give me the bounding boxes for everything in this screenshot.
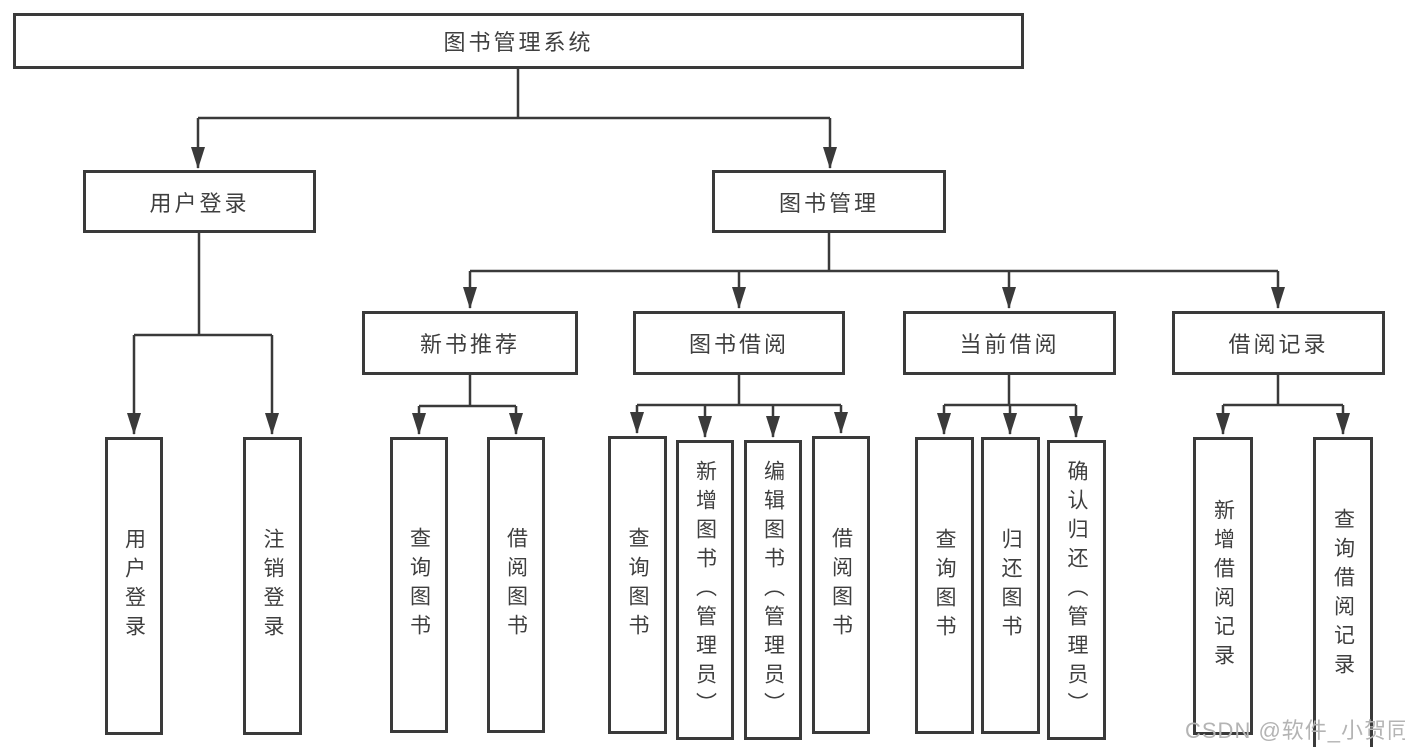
- node-query-books-current: 查询图书: [915, 437, 974, 734]
- node-add-borrow-record: 新增借阅记录: [1193, 437, 1253, 735]
- node-label: 新增借阅记录: [1211, 499, 1235, 673]
- node-borrow-books-recommend: 借阅图书: [487, 437, 545, 733]
- node-label: 注销登录: [261, 528, 284, 644]
- node-label: 查询图书: [626, 527, 649, 643]
- node-label: 当前借阅: [959, 332, 1060, 357]
- node-book-management: 图书管理: [712, 170, 946, 233]
- node-logout: 注销登录: [243, 437, 302, 735]
- node-current-borrowing: 当前借阅: [903, 311, 1116, 375]
- node-label: 用户登录: [149, 190, 250, 216]
- node-label: 归还图书: [999, 527, 1022, 644]
- node-label: 借阅图书: [829, 527, 853, 643]
- node-return-books: 归还图书: [981, 437, 1040, 734]
- node-label: 用户登录: [122, 528, 146, 644]
- node-query-borrow-record: 查询借阅记录: [1313, 437, 1373, 747]
- node-query-books-borrowing: 查询图书: [608, 436, 667, 734]
- node-book-borrowing: 图书借阅: [633, 311, 845, 375]
- node-edit-books-admin: 编辑图书（管理员）: [744, 440, 802, 740]
- node-label: 编辑图书（管理员）: [761, 459, 785, 721]
- node-label: 新书推荐: [419, 332, 520, 357]
- node-query-books-recommend: 查询图书: [390, 437, 448, 733]
- node-borrow-books-borrowing: 借阅图书: [812, 436, 870, 734]
- node-label: 新增图书（管理员）: [693, 459, 717, 721]
- node-label: 查询借阅记录: [1331, 507, 1355, 682]
- node-label: 图书管理: [778, 190, 879, 216]
- node-label: 查询图书: [407, 527, 431, 643]
- node-label: 图书借阅: [688, 332, 789, 357]
- node-label: 借阅图书: [504, 527, 528, 643]
- node-new-book-recommend: 新书推荐: [362, 311, 578, 375]
- node-label: 图书管理系统: [443, 30, 594, 55]
- node-label: 借阅记录: [1228, 332, 1329, 357]
- node-confirm-return-admin: 确认归还（管理员）: [1047, 440, 1106, 740]
- node-label: 查询图书: [933, 527, 956, 644]
- node-borrowing-records: 借阅记录: [1172, 311, 1385, 375]
- node-label: 确认归还（管理员）: [1065, 459, 1088, 721]
- node-user-login: 用户登录: [83, 170, 316, 233]
- csdn-watermark: CSDN @软件_小贺同学: [1185, 718, 1405, 743]
- node-user-login-leaf: 用户登录: [105, 437, 163, 735]
- node-book-management-system: 图书管理系统: [13, 13, 1024, 69]
- node-add-books-admin: 新增图书（管理员）: [676, 440, 734, 740]
